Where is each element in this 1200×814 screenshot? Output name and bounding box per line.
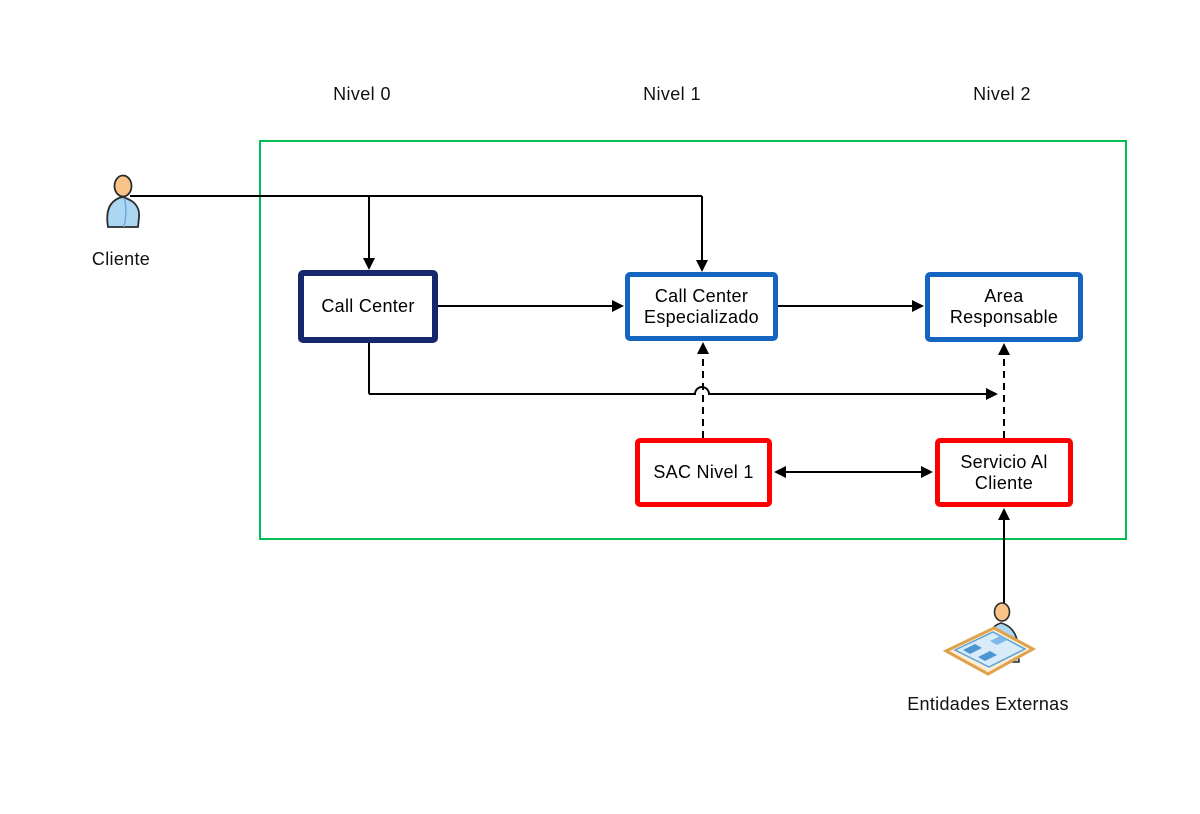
arrowhead-servicio-bottom (998, 508, 1010, 520)
process-boundary-rect (259, 140, 1127, 540)
cliente-person-icon (106, 174, 140, 228)
arrowhead-into-call-center (363, 258, 375, 270)
node-call-center-especializado: Call Center Especializado (625, 272, 778, 341)
node-label-line1: Call Center (654, 285, 749, 306)
connector-cc-to-area-long (368, 343, 987, 395)
arrowhead-long-line-end (986, 388, 998, 400)
connector-cliente-lines (130, 195, 703, 260)
arrowhead-servicio-left (921, 466, 933, 478)
column-label-nivel-2: Nivel 2 (973, 84, 1031, 104)
node-call-center: Call Center (298, 270, 438, 343)
entidades-externas-icon (942, 602, 1037, 676)
arrowhead-area-left (912, 300, 924, 312)
arrowhead-ccesp-left (612, 300, 624, 312)
node-label: Call Center (321, 296, 415, 316)
entidades-externas-label: Entidades Externas (907, 694, 1069, 714)
arrowhead-sac-right (774, 466, 786, 478)
arrowhead-area-bottom (998, 343, 1010, 355)
node-label: SAC Nivel 1 (653, 462, 754, 482)
node-sac-nivel-1: SAC Nivel 1 (635, 438, 772, 507)
arrowhead-ccesp-bottom (697, 342, 709, 354)
column-label-nivel-1: Nivel 1 (643, 84, 701, 104)
node-label-line2: Cliente (974, 472, 1034, 493)
node-label-line1: Area (984, 286, 1024, 306)
node-label-line2: Responsable (949, 307, 1059, 327)
column-label-nivel-0: Nivel 0 (333, 84, 391, 104)
node-label-line1: Servicio Al (960, 451, 1048, 472)
node-label-line2: Especializado (644, 306, 759, 327)
arrowhead-into-cc-especializado-top (696, 260, 708, 272)
node-servicio-al-cliente: Servicio Al Cliente (935, 438, 1073, 507)
cliente-label: Cliente (91, 249, 151, 269)
node-area-responsable: Area Responsable (925, 272, 1083, 342)
